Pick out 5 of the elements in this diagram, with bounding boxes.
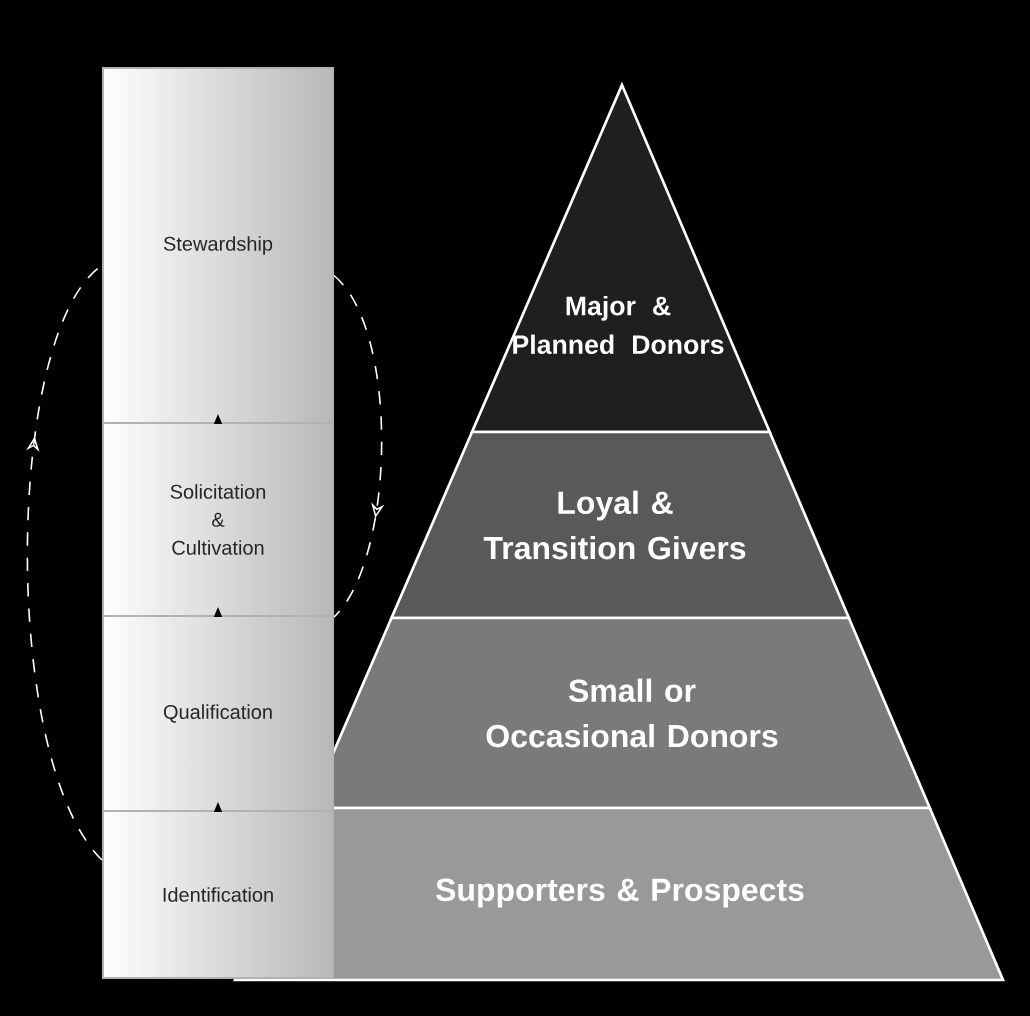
stage-box: Qualification <box>102 615 334 812</box>
stage-box: Stewardship <box>102 67 334 424</box>
stage-box: Solicitation & Cultivation <box>102 421 334 618</box>
stage-box: Identification <box>102 810 334 979</box>
cycle-arrow <box>333 274 385 618</box>
